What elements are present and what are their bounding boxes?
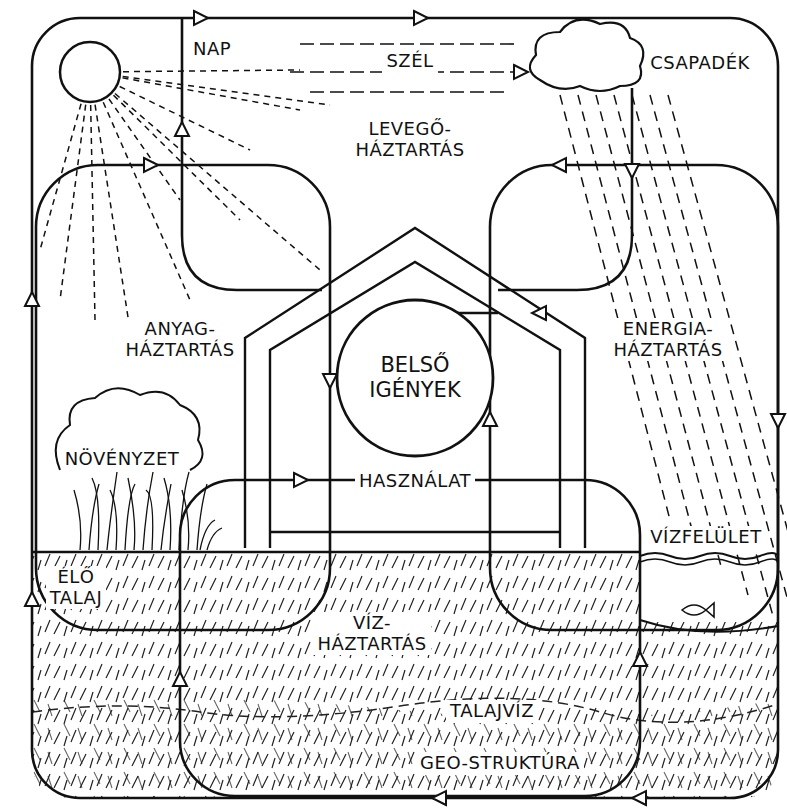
drawing-stroke [625,164,639,178]
house-outline [245,228,585,548]
drawing-stroke [90,72,330,105]
drawing-stroke [90,72,240,220]
drawing-stroke [74,490,81,550]
drawing-stroke [143,472,153,550]
drawing-stroke [90,72,300,110]
region-label: TALAJVÍZ [446,700,538,723]
region-label: CSAPADÉK [646,52,754,75]
drawing-stroke [25,292,39,306]
drawing-stroke [294,473,308,487]
drawing-stroke [173,672,187,686]
region-label: GEO-STRUKTÚRA [416,752,584,775]
region-label: NÖVÉNYZET [61,448,184,471]
drawing-stroke [180,480,640,796]
drawing-stroke [270,531,560,533]
ground-hatching [32,552,778,798]
region-label: LEVEGŐ- HÁZTARTÁS [351,118,468,161]
drawing-stroke [632,791,646,805]
cloud [530,20,643,92]
region-label: HASZNÁLAT [355,470,475,493]
drawing-stroke [128,478,135,550]
wind [290,44,525,92]
drawing-stroke [310,91,505,93]
drawing-stroke [182,18,322,290]
drawing-stroke [25,592,39,606]
grass [74,472,222,550]
outer-cycle [32,18,778,798]
drawing-stroke [107,472,117,550]
drawing-stroke [668,95,787,670]
region-label: ÉLŐ TALAJ [46,566,106,609]
sun [40,42,330,330]
drawing-stroke [32,552,778,798]
drawing-stroke [32,697,778,798]
drawing-stroke [164,478,171,550]
drawing-stroke [144,158,158,172]
water-surface [640,552,778,632]
drawing-stroke [270,262,560,548]
drawing-stroke [60,42,120,102]
drawing-stroke [532,306,546,320]
drawing-stroke [200,520,222,550]
needs-circle: BELSŐ IGÉNYEK [335,298,495,458]
region-label: VÍZFELÜLET [646,526,765,549]
drawing-stroke [560,95,670,520]
cycle-loops [36,18,778,796]
drawing-stroke [337,300,493,456]
drawing-stroke [146,490,153,550]
drawing-stroke [90,70,300,72]
drawing-stroke [245,228,585,548]
node-label: BELSŐ IGÉNYEK [369,353,460,403]
drawing-stroke [89,484,99,550]
rain [560,95,787,670]
region-label: SZÉL [382,50,437,73]
drawing-stroke [552,158,566,172]
drawing-stroke [32,698,778,722]
region-label: ENERGIA- HÁZTARTÁS [609,318,726,361]
drawing-stroke [682,603,714,617]
drawing-stroke [432,791,446,805]
drawing-stroke [90,72,95,320]
drawing-stroke [414,11,428,25]
bush [56,388,203,470]
drawing-stroke [490,165,778,630]
drawing-stroke [90,72,130,330]
ground-line [32,551,640,554]
drawing-stroke [161,484,171,550]
drawing-stroke [498,88,632,290]
region-label: NAP [189,38,235,61]
flow-arrows [25,11,785,805]
drawing-stroke [194,11,208,25]
drawing-stroke [90,72,190,300]
drawing-stroke [92,478,99,550]
drawing-stroke [633,652,647,666]
drawing-stroke [110,490,117,550]
region-label: ANYAG- HÁZTARTÁS [121,318,238,361]
drawing-stroke [771,414,785,428]
drawing-stroke [60,72,90,300]
drawing-stroke [640,552,778,622]
drawing-stroke [514,65,528,79]
drawing-stroke [90,72,320,270]
drawing-stroke [323,374,337,388]
drawing-stroke [300,43,520,45]
region-label: VÍZ- HÁZTARTÁS [313,612,430,655]
drawing-stroke [650,95,787,645]
drawing-stroke [175,122,189,136]
